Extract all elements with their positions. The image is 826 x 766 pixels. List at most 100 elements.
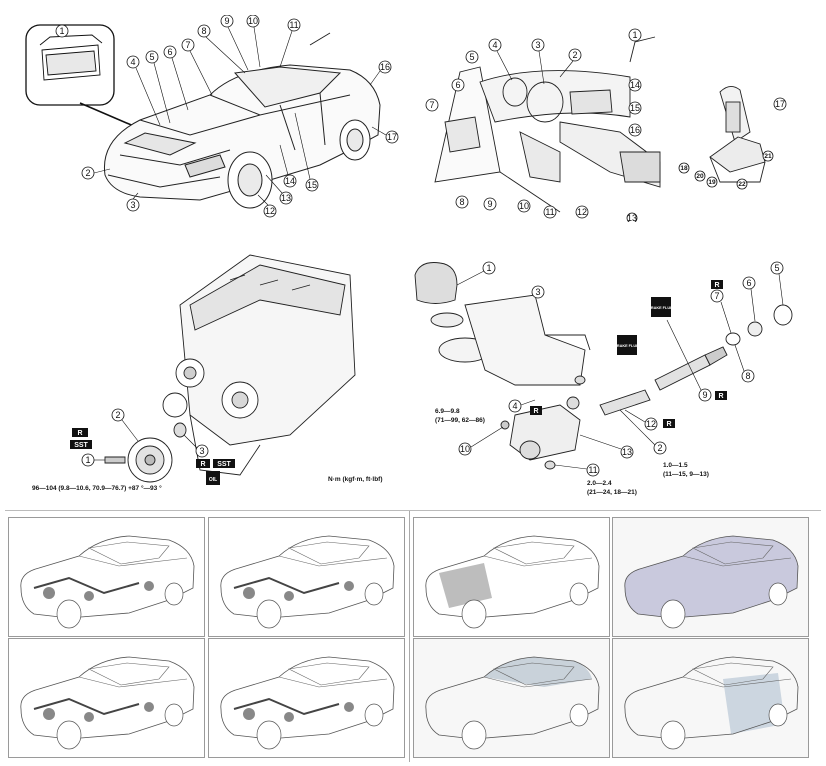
callout-ext-2: 2: [81, 166, 111, 180]
seal-icon: [173, 422, 187, 438]
torque-a-line2: (71—99, 62—86): [435, 417, 485, 424]
svg-text:9: 9: [702, 390, 707, 400]
seat-illustration: [709, 86, 766, 183]
svg-text:10: 10: [519, 201, 529, 211]
svg-text:3: 3: [535, 40, 540, 50]
exterior-diagram: 1 2 3 4 5 6 7 8 9 10 11 12 13 14 15 16 1…: [20, 15, 405, 230]
callout-int-16: 16: [628, 123, 642, 137]
svg-text:SST: SST: [217, 461, 231, 468]
engine-block-illustration: [104, 254, 356, 483]
svg-text:16: 16: [630, 125, 640, 135]
svg-text:18: 18: [680, 165, 688, 172]
interior-callouts: 1 2 3 4 5 6 7 8 9 10 11 12 13 14 15 16 1…: [425, 28, 787, 222]
inset-trunk-icon: [39, 34, 103, 81]
callout-ext-12: 12: [257, 194, 277, 218]
callout-int-7: 7: [425, 98, 439, 112]
callout-mc-10: 10: [458, 426, 504, 456]
grid-divider: [409, 510, 410, 762]
svg-text:5: 5: [774, 263, 779, 273]
callout-int-22: 22: [736, 178, 748, 190]
svg-text:9: 9: [224, 16, 229, 26]
svg-text:17: 17: [775, 99, 785, 109]
reservoir-cap-icon: [414, 262, 458, 304]
brake-fluid-can-1: BRAKE FLUID: [614, 335, 640, 355]
callout-int-18: 18: [678, 162, 690, 174]
svg-text:6: 6: [167, 47, 172, 57]
callout-eng-3: 3: [183, 434, 209, 458]
callout-ext-11: 11: [279, 18, 301, 68]
svg-text:15: 15: [307, 180, 317, 190]
svg-text:2: 2: [572, 50, 577, 60]
svg-text:R: R: [77, 430, 82, 437]
svg-text:R: R: [714, 282, 719, 289]
thumb-door-panel: [612, 638, 809, 758]
thumb-body-front: [612, 517, 809, 637]
svg-text:15: 15: [630, 103, 640, 113]
engine-callouts: 1 2 3: [81, 408, 209, 467]
sedan-exterior-illustration: [103, 32, 381, 209]
dashboard-illustration: [434, 36, 661, 213]
thumb-steering-system: [208, 517, 405, 637]
thumb-suspension-strut: [8, 638, 205, 758]
mc-tag-r-top: R: [711, 280, 723, 289]
callout-int-1: 1: [628, 28, 642, 42]
piston-assembly-icon: [599, 389, 651, 416]
callout-int-20: 20: [694, 170, 706, 182]
torque-unit-note: N·m (kgf·m, ft·lbf): [328, 476, 383, 483]
svg-text:8: 8: [459, 197, 464, 207]
svg-text:5: 5: [149, 52, 154, 62]
callout-ext-14: 14: [279, 144, 297, 188]
torque-a-line1: 6.9—9.8: [435, 408, 460, 415]
exterior-svg: 1 2 3 4 5 6 7 8 9 10 11 12 13 14 15 16 1…: [25, 15, 399, 218]
interior-svg: 1 2 3 4 5 6 7 8 9 10 11 12 13 14 15 16 1…: [425, 28, 787, 222]
callout-ext-3: 3: [126, 192, 140, 212]
svg-text:11: 11: [289, 20, 298, 30]
svg-text:1: 1: [632, 30, 637, 40]
callout-ext-9: 9: [220, 15, 249, 71]
svg-text:OIL: OIL: [209, 477, 217, 483]
callout-mc-6: 6: [742, 276, 756, 322]
callout-ext-13: 13: [265, 174, 293, 205]
engine-tag-r: R: [72, 428, 88, 437]
svg-text:5: 5: [469, 52, 474, 62]
svg-text:10: 10: [460, 444, 470, 454]
callout-eng-1: 1: [81, 453, 105, 467]
bolt-icon: [104, 456, 126, 464]
thumb-front-suspension: [8, 517, 205, 637]
svg-text:22: 22: [738, 181, 746, 188]
svg-text:1: 1: [85, 455, 90, 465]
svg-text:BRAKE FLUID: BRAKE FLUID: [614, 344, 640, 348]
mc-tag-r-mid: R: [530, 406, 542, 415]
callout-ext-16: 16: [369, 60, 392, 86]
svg-text:17: 17: [387, 132, 397, 142]
thumb-cabin-roof: [413, 638, 610, 758]
callout-mc-7: 7: [710, 289, 732, 334]
engine-svg: 1 2 3 R SST R SST OIL 96—104 (9.8—10.6, …: [32, 254, 383, 492]
svg-text:BRAKE FLUID: BRAKE FLUID: [648, 306, 674, 310]
callout-int-8: 8: [455, 195, 469, 209]
callout-eng-2: 2: [111, 408, 139, 442]
svg-text:3: 3: [535, 287, 540, 297]
callout-ext-17: 17: [371, 126, 399, 144]
mc-tag-r-12: R: [663, 419, 675, 428]
svg-text:3: 3: [199, 446, 204, 456]
callout-mc-13: 13: [579, 434, 634, 459]
svg-text:8: 8: [201, 26, 206, 36]
callout-ext-1: 1: [55, 24, 69, 38]
svg-text:11: 11: [545, 207, 554, 217]
callout-int-9: 9: [483, 197, 497, 211]
oil-can-icon: OIL: [206, 471, 220, 485]
brake-reservoir-illustration: [414, 262, 793, 470]
svg-text:8: 8: [745, 371, 750, 381]
svg-text:6: 6: [746, 278, 751, 288]
callout-mc-12: 12: [624, 409, 658, 431]
thumb-engine-bay: [413, 517, 610, 637]
callout-mc-8: 8: [734, 344, 755, 383]
svg-text:R: R: [200, 461, 205, 468]
callout-mc-4: 4: [508, 399, 536, 413]
torque-b-line1: 2.0—2.4: [587, 480, 612, 487]
svg-text:10: 10: [248, 16, 258, 26]
svg-text:R: R: [718, 393, 723, 400]
callout-mc-11: 11: [554, 463, 600, 477]
callout-int-12: 12: [575, 205, 589, 219]
